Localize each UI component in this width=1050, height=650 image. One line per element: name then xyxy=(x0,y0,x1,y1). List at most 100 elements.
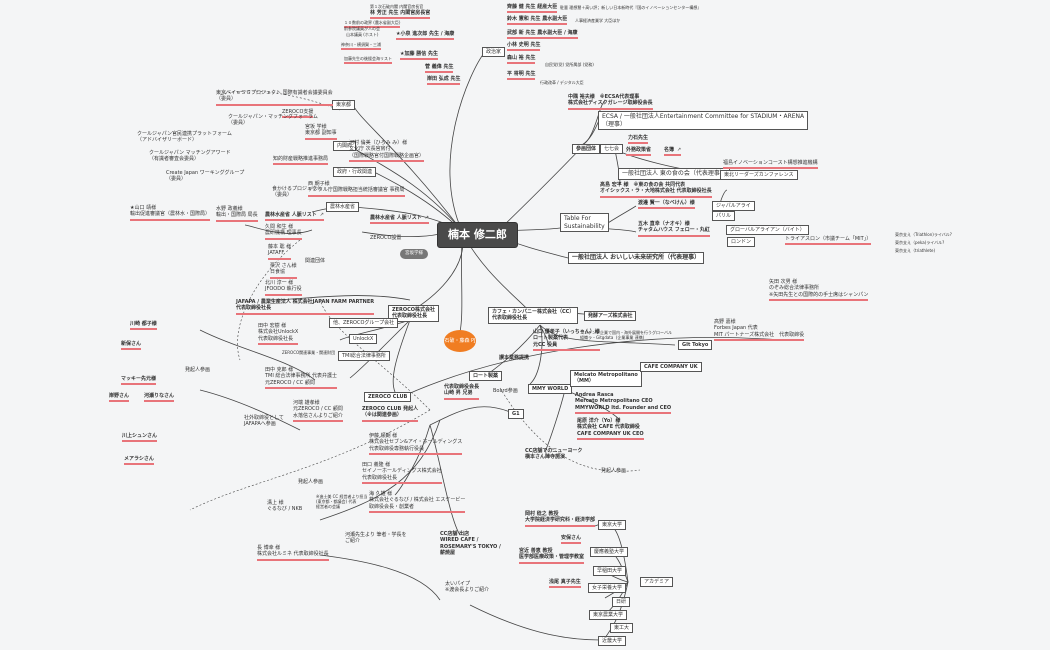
jafapa: JAFAPA / 農業生産法人 株式会社JAPAN FARM PARTNER 代… xyxy=(236,299,375,315)
label-hakki3: 発起人参画 xyxy=(601,468,627,474)
tag-cabinet[interactable]: 内閣府 xyxy=(333,141,357,152)
mizuno: 水野 政義様 輸出・国際局 局長 xyxy=(216,206,258,222)
label-shagai: 社外取締役として JAFAPAへ参画 xyxy=(244,415,284,428)
naga: 長 博幸 様 株式会社ルミネ 代表取締役社長 xyxy=(257,545,329,561)
git-tokyo[interactable]: GIt Tokyo xyxy=(678,340,713,351)
label-hakkinin: 発起人参画 xyxy=(185,367,211,373)
ohashi: ※進士美 CC 経営者より担当 (東京都・都議会) 代表 経営者の会議 xyxy=(316,494,368,509)
cool-japan-forum: クールジャパン・マッチングフォーラム （委員） xyxy=(228,114,318,127)
kubo: 久間 和生 様 農研機構 理事長 xyxy=(265,224,302,240)
gaimu: 外務政策省 xyxy=(626,147,652,157)
tri-small-2: 東京支え（peka)ライバル? xyxy=(895,240,945,245)
triathlon: トライアスロン（市議チーム「MIT」） xyxy=(785,236,872,246)
nanakai[interactable]: 七七会 xyxy=(600,144,624,155)
desc-moriyama: 自民党(党) 党所属部 (党務) xyxy=(545,62,594,67)
kurisawa: 栗沢 さん様 日食協 xyxy=(270,263,297,279)
zeroco-club[interactable]: ZEROCO CLUB xyxy=(364,392,412,403)
note-3: 山本議員 (ホスト) xyxy=(346,32,379,37)
tag-academia[interactable]: アカデミア xyxy=(640,577,674,588)
cafe-company-uk[interactable]: CAFE COMPANY UK xyxy=(640,362,702,373)
okamura: 岡村 稔之 教授 大学院経済学研究科・経済学部 xyxy=(525,511,596,527)
table-for-sustainability[interactable]: Table For Sustainability xyxy=(560,213,609,232)
tag-sankaku[interactable]: 参画団体 xyxy=(572,144,601,155)
tag-politicians[interactable]: 政治家 xyxy=(482,47,506,58)
toukoudai[interactable]: 東工大 xyxy=(610,623,634,634)
external-link-icon[interactable]: ↗ xyxy=(319,212,324,218)
rohto[interactable]: ロート製薬 xyxy=(469,371,503,382)
left-name-3: マッキー先元様 xyxy=(121,376,157,386)
fujimoto: 藤本 聡 様 JATAFF xyxy=(268,244,292,260)
paris[interactable]: パリル xyxy=(712,211,736,222)
zeroco-corp[interactable]: ZEROCO株式会社 代表取締役社長 xyxy=(388,305,440,322)
gokita: 五木 直幸（ナオキ）様 チャタムハウス フェロー・丸紅 xyxy=(638,221,710,237)
keio[interactable]: 慶應義塾大学 xyxy=(590,547,629,558)
cafe-company[interactable]: カフェ・カンパニー株式会社（CC） 代表取締役社長 xyxy=(488,307,579,324)
note-hayashi: 第１次石破内閣 内閣官房長官 xyxy=(370,4,424,9)
ecsa[interactable]: ECSA / 一般社団法人Entertainment Committee for… xyxy=(598,111,809,130)
takashima: 髙島 宏平 様 ※東の食の会 共同代表 オイシックス・ラ・大地株式会社 代表取締… xyxy=(600,182,712,198)
politician-saito: 齊藤 健 先生 経産大臣 xyxy=(507,4,558,14)
cc-shop-ny: CC店舗でのニューヨーク 横本さん陣寺施演 xyxy=(525,448,583,461)
anbo: 安保さん xyxy=(561,535,582,545)
asao: 浅尾 真子先生 xyxy=(549,579,581,589)
joshi-eiyo[interactable]: 女子栄養大学 xyxy=(588,583,627,594)
desc-suzuki: 人事経済産業学 大臣ほか xyxy=(575,18,621,23)
tag-miyasaka: 宮坂学様 xyxy=(400,249,428,259)
tohoku-leaders[interactable]: 東北リーダーズカンファレンス xyxy=(720,170,798,181)
maff-list: 農林水産省 人脈リスト↗ xyxy=(370,215,429,225)
mercato[interactable]: Melcato Metropolitano （MM） xyxy=(570,370,642,387)
noudai[interactable]: 東京農業大学 xyxy=(589,610,628,621)
taguchi: 田口 義隆 様 セイノーホールディングス株式会社 代表取締役社長 xyxy=(362,462,442,484)
yada: 矢田 次男 様 のぞみ総合法律事務所 ※矢田先生との国際的の手士席はシャンパン xyxy=(769,279,869,301)
tri-small-1: 東京支え（Triathlon)ライバル? xyxy=(895,232,952,237)
mmy-world[interactable]: MMY WORLD xyxy=(528,384,573,395)
politician-suga: 菅 義偉 先生 xyxy=(425,64,454,74)
left-name-4: 岸野さん xyxy=(109,393,130,403)
desc-saito: 駐輩 理想慧＋高い評；新しい日本新時代『国のイノベーションセンター構想』 xyxy=(560,5,702,10)
git-note: コンテンツ企業で国内・海外展開を行うグローバル 組織ラ・Gitgdata (企業… xyxy=(580,330,672,340)
tag-maff[interactable]: 農林水産省 xyxy=(326,202,360,213)
external-link-icon[interactable]: ↗ xyxy=(677,147,682,153)
global-alliance[interactable]: グローバルアライアン（バイト） xyxy=(726,225,809,236)
politician-koizumi: ★小泉 進次郎 先生 / 海康 xyxy=(396,31,455,41)
yamaguchi-rohto: 山口 優孝子（いっちゃん）様 ロート製薬代表 元CC 役員 xyxy=(533,329,600,351)
tag-tokyo[interactable]: 東京都 xyxy=(332,100,356,111)
external-link-icon[interactable]: ↗ xyxy=(424,215,429,221)
center-node[interactable]: 楠本 修二郎 xyxy=(437,222,518,248)
politician-hayashi: 林 芳正 先生 内閣官房長官 xyxy=(370,10,431,20)
politician-takebe: 武部 新 先生 農水副大臣 / 海康 xyxy=(507,30,578,40)
tmi-office[interactable]: TMI総合法律事務所 xyxy=(338,351,390,362)
tag-gov[interactable]: 政府・行政関連 xyxy=(333,167,377,178)
zeroco-setup: ZEROCO設置 xyxy=(370,235,402,241)
japan-alliance[interactable]: ジャパルアライ xyxy=(712,201,755,212)
note-4: 神奈川・横須賀・三浦 xyxy=(341,42,381,50)
left-name-2: 新保さん xyxy=(121,341,142,351)
nikken[interactable]: 日研 xyxy=(612,597,631,608)
todai[interactable]: 東京大学 xyxy=(598,520,627,531)
note-2: 前参院議員が人の会 xyxy=(344,26,380,31)
ip-strategy-office: 知的財産戦略推進事務局 xyxy=(273,156,329,166)
zeroco-group[interactable]: 他、ZEROCOグループ会社 xyxy=(329,318,399,329)
note-1: １０数前の政界 (農水省副大臣) xyxy=(344,20,401,28)
orange-node-ishiba[interactable]: 石破・藤森 PJ xyxy=(444,330,476,352)
board-join: Board参画 xyxy=(493,388,518,394)
kindai[interactable]: 近畿大学 xyxy=(598,636,627,647)
oishii-mirai[interactable]: 一般社団法人 おいしい未来研究所（代表理事） xyxy=(568,252,705,264)
ferment-arts[interactable]: 発酵アーズ株式会社 xyxy=(584,311,637,322)
dobbs: 代表取締役会長 山崎 昇 兄弟 xyxy=(444,384,480,400)
kitagawa: 北川 淳一 様 JFOODO 執行役 xyxy=(265,280,302,296)
kawamura: 河村 倫美（ひろみ み）様 文化庁 次長官房付 （国際戦略官付国際戦略企画官） xyxy=(349,140,425,162)
politician-kobayashi: 小林 史明 先生 xyxy=(507,42,541,52)
tokyo-bay: 東京ベイｅＳＧプロジェクト 国際有識者会議委員会 （委員） xyxy=(216,90,333,106)
andrea: Andrea Rasca Mercato Metropolitano CEO M… xyxy=(575,392,672,414)
g1[interactable]: G1 xyxy=(508,409,524,420)
unlockx[interactable]: UnlockX xyxy=(349,334,378,345)
tri-small-3: 東京支え（triathlete) xyxy=(895,248,936,253)
waseda[interactable]: 早稲田大学 xyxy=(593,566,627,577)
higashi-shoku[interactable]: 一般社団法人 東の食の会（代表理事） xyxy=(618,168,730,180)
cj-platform: クールジャパン官民連携プラットフォーム （アドバイザリーボード） xyxy=(137,131,232,144)
desc-taira: 行政改革 / デジタル大臣 xyxy=(540,80,584,85)
london[interactable]: ロンドン xyxy=(727,237,756,248)
nishi: 西 朝子様 デジタル庁国際戦略担当統括審議官 事務局 xyxy=(308,181,405,197)
